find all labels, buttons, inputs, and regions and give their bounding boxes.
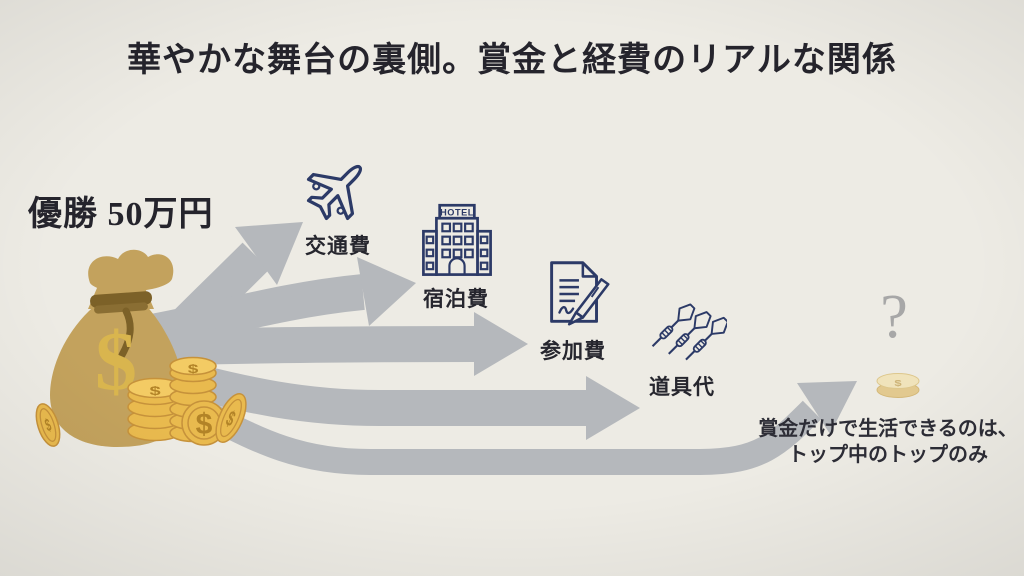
expense-label-equipment: 道具代 (649, 376, 715, 399)
arrow-entry-fee (147, 326, 475, 366)
question-mark: ? (880, 283, 908, 351)
coin-stack-left: $ (127, 377, 183, 442)
arrow-equipment-head (586, 376, 640, 440)
money-bag-group: $ $ $ (30, 243, 260, 458)
arrow-remainder-head (797, 381, 857, 434)
airplane-icon (306, 164, 363, 221)
remainder-coin-icon: $ (876, 373, 920, 398)
coin-front: $ (181, 400, 227, 446)
money-bag-icon: $ $ $ (35, 249, 247, 447)
svg-text:$: $ (196, 408, 213, 441)
prize-amount-label: 優勝 50万円 (28, 196, 214, 233)
arrow-lodging (148, 274, 365, 350)
caption-line-2: トップ中のトップのみ (788, 444, 988, 466)
hotel-sign-text: HOTEL (440, 208, 474, 218)
svg-text:$: $ (43, 415, 54, 436)
document-pen-icon (550, 261, 610, 326)
page-title: 華やかな舞台の裏側。賞金と経費のリアルな関係 (127, 42, 897, 79)
bag-ribbon (118, 307, 134, 359)
coin-tilted-left: $ (35, 403, 61, 447)
hotel-icon: HOTEL (422, 203, 492, 276)
caption-line-1: 賞金だけで生活できるのは、 (758, 418, 1018, 440)
expense-label-entry-fee: 参加費 (540, 340, 606, 363)
svg-text:$: $ (894, 379, 901, 388)
expense-label-transport: 交通費 (305, 235, 371, 258)
conclusion-caption: 賞金だけで生活できるのは、 トップ中のトップのみ (752, 416, 1024, 468)
arrow-transport-head (235, 222, 303, 285)
svg-text:$: $ (188, 363, 199, 376)
coin-tilted-right: $ (215, 393, 247, 443)
arrow-entry-fee-head (474, 312, 528, 376)
bag-tie-2 (94, 302, 148, 314)
arrow-lodging-head (357, 257, 416, 326)
expense-label-lodging: 宿泊費 (423, 288, 489, 311)
darts-icon (651, 303, 727, 361)
svg-text:$: $ (149, 384, 161, 398)
